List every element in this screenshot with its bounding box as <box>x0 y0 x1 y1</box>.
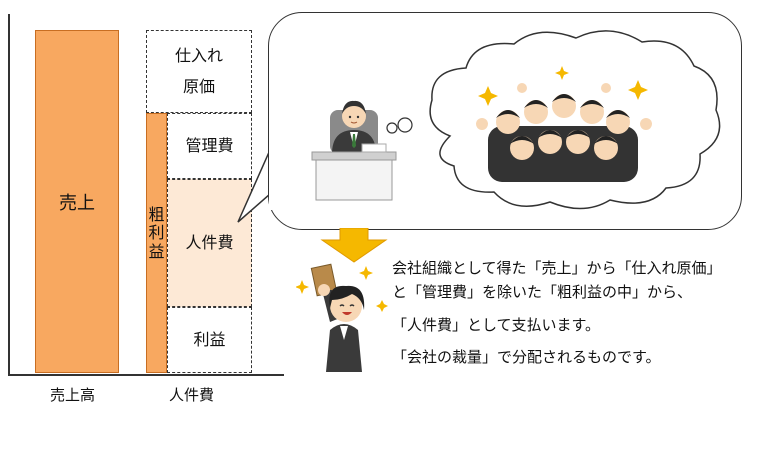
cost-of-goods-label: 仕入れ 原価 <box>174 46 223 96</box>
personnel-cost-box: 人件費 <box>167 179 252 307</box>
management-cost-box: 管理費 <box>167 113 252 179</box>
executive-at-desk-icon <box>311 100 397 201</box>
sales-bar-label: 売上 <box>59 192 95 214</box>
gross-profit-label: 粗 利 益 <box>148 205 165 261</box>
caption-line-3: 「人件費」として支払います。 <box>392 316 601 334</box>
cost-of-goods-box: 仕入れ 原価 <box>146 30 252 113</box>
personnel-cost-label: 人件費 <box>185 232 234 252</box>
profit-box: 利益 <box>167 307 252 373</box>
caption-line-4: 「会社の裁量」で分配されるものです。 <box>392 348 661 366</box>
sales-bar: 売上 <box>35 30 119 373</box>
management-cost-label: 管理費 <box>185 135 234 155</box>
cheering-employees-icon <box>429 30 721 210</box>
woman-with-pay-envelope-icon <box>296 263 388 372</box>
down-arrow-icon <box>320 228 388 263</box>
x-label-personnel: 人件費 <box>169 386 215 404</box>
gross-profit-bar: 粗 利 益 <box>146 113 167 373</box>
chart-y-axis <box>8 14 10 375</box>
bubble-seam <box>269 176 272 210</box>
profit-label: 利益 <box>193 329 226 349</box>
caption-line-1: 会社組織として得た「売上」から「仕入れ原価」 <box>392 259 722 277</box>
caption-line-2: と「管理費」を除いた「粗利益の中」から、 <box>392 283 693 301</box>
chart-x-axis <box>8 374 284 376</box>
thought-circles <box>386 117 413 134</box>
x-label-revenue: 売上高 <box>50 386 96 404</box>
